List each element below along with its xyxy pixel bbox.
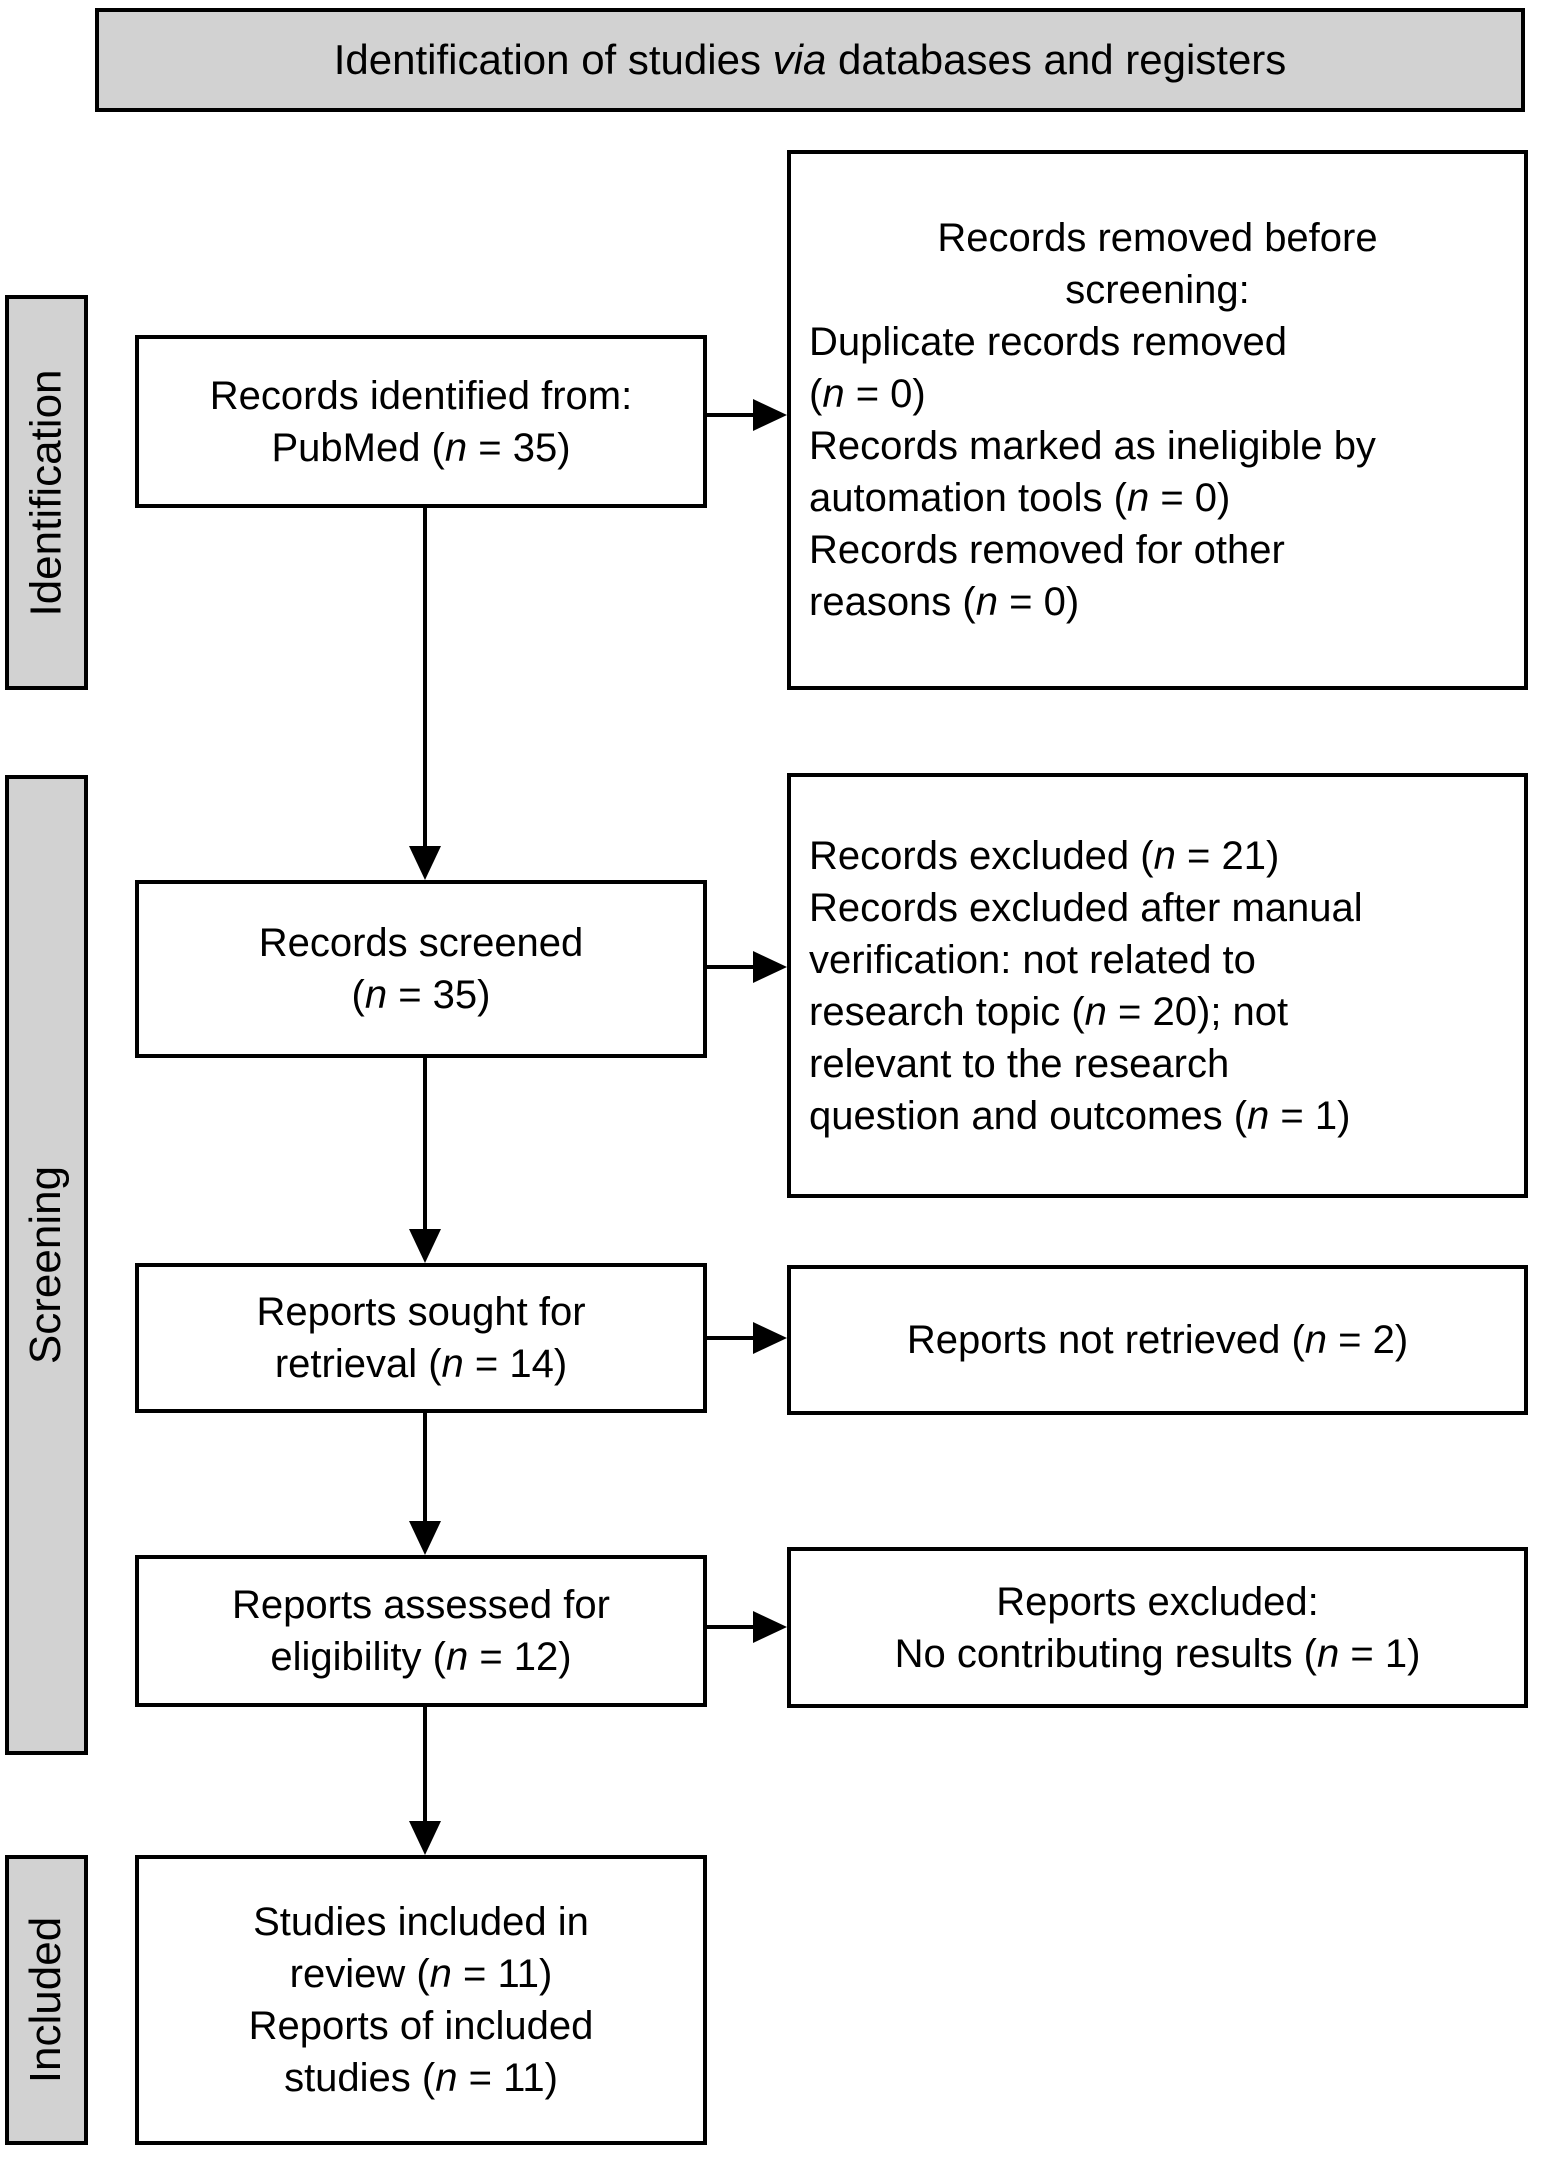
stage-label-included: Included — [5, 1855, 88, 2145]
box-records-excluded-text: Records excluded (n = 21)Records exclude… — [809, 833, 1363, 1138]
arrow-down-icon — [409, 1229, 441, 1263]
box-reports-excluded-text: Reports excluded:No contributing results… — [894, 1579, 1421, 1676]
stage-label-included-text: Included — [21, 1916, 71, 2084]
diagram-title: Identification of studies via databases … — [95, 8, 1525, 112]
arrow-right-icon — [753, 399, 787, 431]
box-reports-not-retrieved: Reports not retrieved (n = 2) — [787, 1265, 1528, 1415]
arrow-line — [707, 1336, 755, 1340]
arrow-down-icon — [409, 1521, 441, 1555]
box-records-identified-text: Records identified from:PubMed (n = 35) — [209, 373, 633, 470]
box-records-excluded: Records excluded (n = 21)Records exclude… — [787, 773, 1528, 1198]
stage-label-identification-text: Identification — [21, 368, 71, 617]
arrow-line — [423, 1707, 427, 1821]
arrow-down-icon — [409, 1821, 441, 1855]
arrow-down-icon — [409, 846, 441, 880]
diagram-title-text: Identification of studies via databases … — [333, 36, 1287, 83]
arrow-line — [707, 965, 755, 969]
stage-label-identification: Identification — [5, 295, 88, 690]
arrow-line — [423, 1413, 427, 1521]
arrow-right-icon — [753, 1322, 787, 1354]
box-records-identified: Records identified from:PubMed (n = 35) — [135, 335, 707, 508]
box-reports-excluded: Reports excluded:No contributing results… — [787, 1547, 1528, 1708]
arrow-line — [423, 508, 427, 846]
box-reports-not-retrieved-text: Reports not retrieved (n = 2) — [906, 1318, 1409, 1362]
arrow-right-icon — [753, 951, 787, 983]
box-records-screened: Records screened(n = 35) — [135, 880, 707, 1058]
arrow-line — [423, 1058, 427, 1229]
stage-label-screening: Screening — [5, 775, 88, 1755]
box-records-screened-text: Records screened(n = 35) — [258, 921, 584, 1017]
arrow-line — [707, 1625, 755, 1629]
arrow-line — [707, 413, 755, 417]
arrow-right-icon — [753, 1611, 787, 1643]
stage-label-screening-text: Screening — [21, 1165, 71, 1365]
records-removed-details: Duplicate records removed(n = 0)Records … — [809, 320, 1376, 624]
